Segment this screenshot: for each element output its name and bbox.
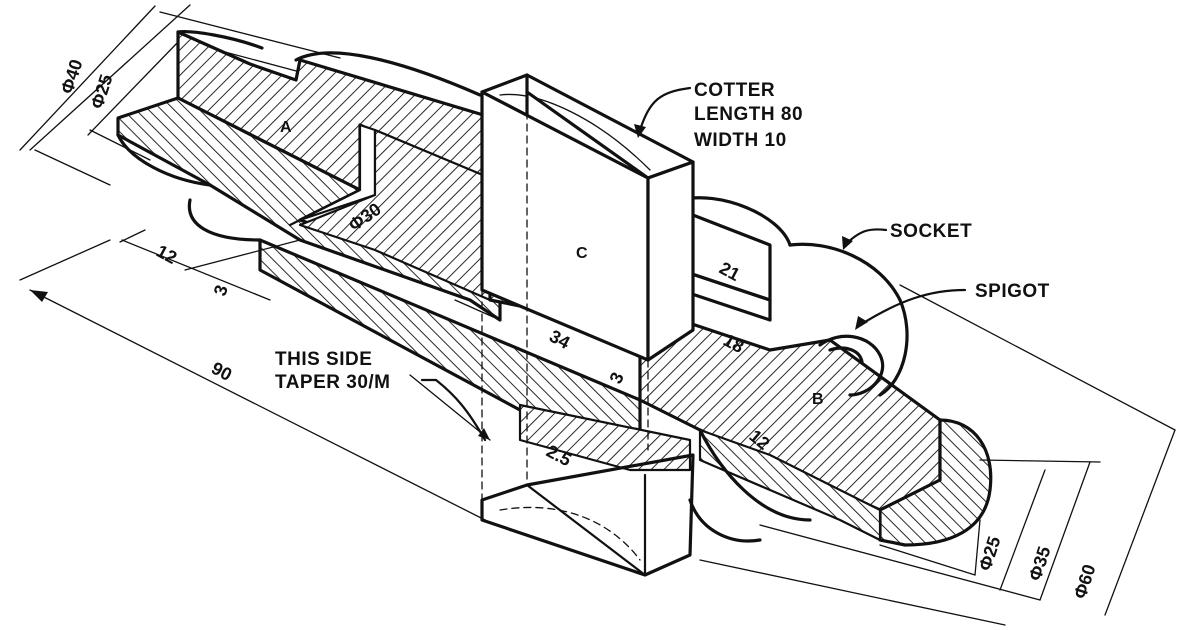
dim-phi25-left: Φ25: [87, 72, 117, 111]
taper-label-line1: THIS SIDE: [275, 349, 372, 370]
dim-phi25-right: Φ25: [975, 534, 1005, 573]
spigot-body-b: [638, 318, 993, 547]
cotter-label-line1: COTTER: [694, 80, 775, 101]
dim-34: 34: [546, 326, 573, 353]
taper-label-line2: TAPER 30/M: [275, 372, 391, 393]
dim-3-mid: 3: [605, 369, 627, 387]
dim-90: 90: [208, 358, 235, 385]
dim-phi35: Φ35: [1025, 544, 1055, 583]
spigot-label: SPIGOT: [975, 281, 1050, 302]
cotter-label-line3: WIDTH 10: [694, 130, 787, 151]
callout-text: COTTER LENGTH 80 WIDTH 10 SOCKET SPIGOT …: [275, 80, 1050, 393]
part-letters: A B C: [280, 119, 824, 408]
dim-21: 21: [716, 258, 743, 285]
right-diameter-dimensions: [699, 284, 1176, 626]
dim-3-left: 3: [210, 283, 232, 299]
socket-label: SOCKET: [890, 221, 972, 242]
dim-12-left: 12: [153, 241, 180, 268]
part-b-label: B: [812, 391, 824, 408]
callout-leaders: [420, 86, 967, 442]
cotter-c: [480, 73, 695, 577]
cotter-label-line2: LENGTH 80: [694, 104, 803, 125]
part-a-label: A: [280, 119, 292, 136]
dim-phi40: Φ40: [57, 57, 87, 96]
part-c-label: C: [576, 245, 588, 262]
length-dimensions: [19, 229, 501, 526]
dim-phi60: Φ60: [1070, 562, 1100, 601]
